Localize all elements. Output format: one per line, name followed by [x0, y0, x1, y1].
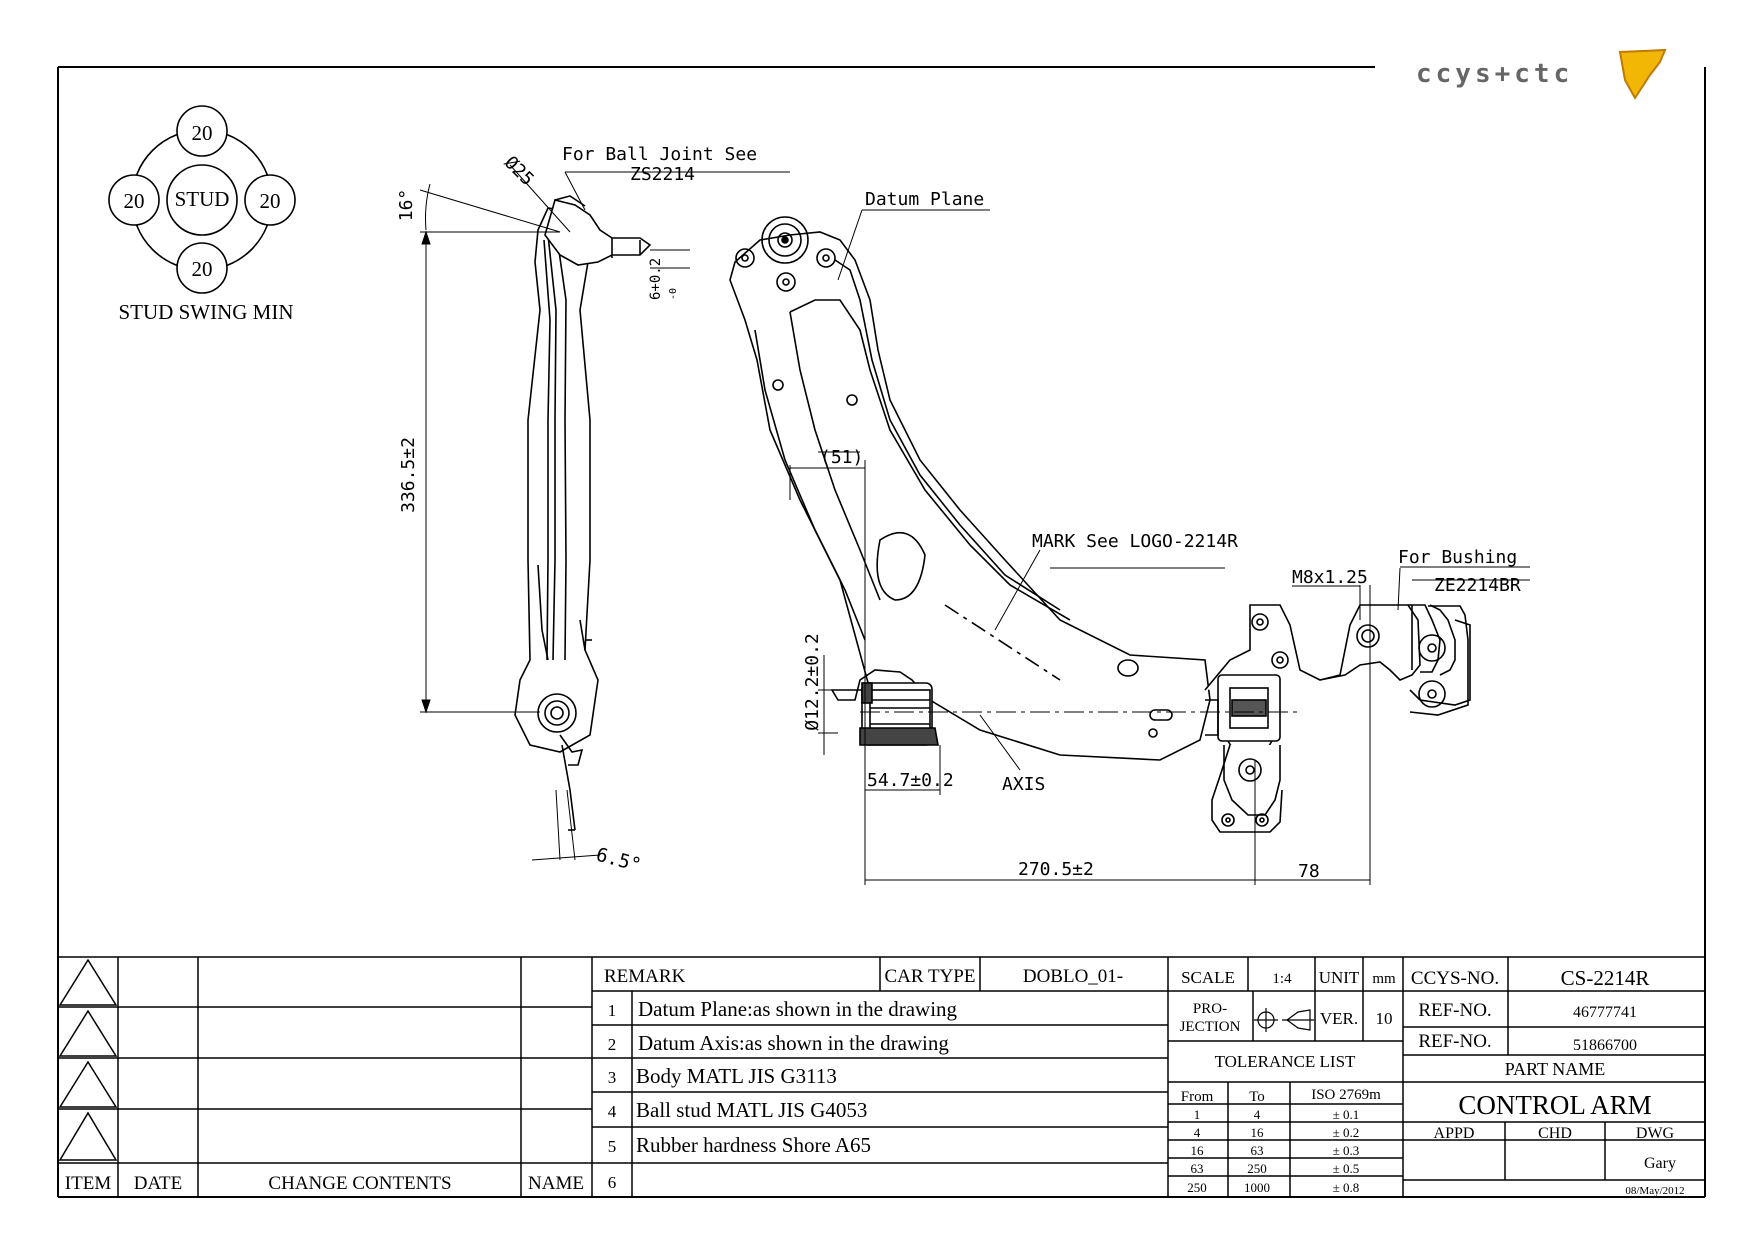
ver-value: 10: [1376, 1009, 1393, 1028]
unit-value: mm: [1372, 971, 1396, 987]
remark-text: Body MATL JIS G3113: [636, 1064, 837, 1088]
phi122-label: Ø12.2±0.2: [802, 633, 823, 731]
ball-joint-note-1: For Ball Joint See: [562, 144, 757, 165]
scale-value: 1:4: [1272, 971, 1292, 987]
ver-label: VER.: [1320, 1009, 1358, 1028]
rev-date-header: DATE: [134, 1173, 183, 1194]
remark-no: 3: [608, 1068, 617, 1087]
sheet-frame: [57, 66, 1706, 1198]
tolerance-to: 4: [1254, 1107, 1261, 1122]
ccys-no-value: CS-2214R: [1561, 966, 1650, 990]
tolerance-value: ± 0.1: [1333, 1107, 1360, 1122]
tolerance-title: TOLERANCE LIST: [1215, 1052, 1356, 1071]
ref-no-value-2: 51866700: [1573, 1037, 1637, 1054]
phi25-label: Ø25: [500, 152, 538, 190]
part-name-label: PART NAME: [1505, 1059, 1605, 1079]
drawer-name: Gary: [1644, 1155, 1676, 1172]
tolerance-from: 250: [1187, 1180, 1207, 1195]
bushing-note-2: ZE2214BR: [1434, 575, 1521, 596]
swing-bottom-value: 20: [192, 257, 213, 281]
dim-2705-label: 270.5±2: [1018, 859, 1094, 880]
tolerance-value: ± 0.2: [1333, 1125, 1360, 1140]
drawing-date: 08/May/2012: [1625, 1185, 1684, 1197]
remark-text: Datum Axis:as shown in the drawing: [638, 1031, 949, 1055]
swing-center-label: STUD: [175, 187, 230, 211]
dim-336-label: 336.5±2: [398, 437, 419, 513]
car-type-value: DOBLO_01-: [1023, 966, 1123, 987]
rear-bracket: [1204, 604, 1471, 833]
front-bushing: [859, 682, 939, 746]
dim-547-label: 54.7±0.2: [867, 770, 954, 791]
tolerance-from: 63: [1191, 1161, 1204, 1176]
scale-label: SCALE: [1181, 968, 1235, 987]
tolerance-to: 1000: [1244, 1180, 1270, 1195]
dwg-label: DWG: [1636, 1125, 1675, 1142]
projection-symbol-icon: [1254, 1008, 1314, 1032]
swing-right-value: 20: [260, 189, 281, 213]
unit-label: UNIT: [1319, 968, 1360, 987]
tolerance-header-iso: ISO 2769m: [1311, 1087, 1381, 1103]
rev-change-header: CHANGE CONTENTS: [268, 1173, 451, 1194]
projection-label-2: JECTION: [1180, 1019, 1241, 1035]
chd-label: CHD: [1538, 1125, 1572, 1142]
rev-item-header: ITEM: [65, 1173, 112, 1194]
logo-text: ccys+ctc: [1416, 59, 1573, 89]
tolerance-to: 63: [1251, 1143, 1264, 1158]
tol-6-lower: -0: [668, 288, 679, 300]
plan-view-dims: [789, 209, 1530, 885]
side-view: [514, 195, 652, 831]
side-view-dims: [419, 164, 790, 861]
tolerance-value: ± 0.3: [1333, 1143, 1360, 1158]
axis-label: AXIS: [1002, 774, 1045, 795]
remark-no: 6: [608, 1173, 617, 1192]
dim-51-label: (51): [820, 447, 863, 468]
plan-view-arm: [729, 216, 1211, 761]
tolerance-from: 1: [1194, 1107, 1201, 1122]
appd-label: APPD: [1434, 1125, 1475, 1142]
mark-note: MARK See LOGO-2214R: [1032, 531, 1238, 552]
tol-6-label: 6+0.2: [648, 258, 664, 300]
tolerance-to: 16: [1251, 1125, 1265, 1140]
ref-no-label-1: REF-NO.: [1418, 1000, 1491, 1021]
part-name-value: CONTROL ARM: [1458, 1090, 1651, 1120]
projection-label-1: PRO-: [1193, 1001, 1227, 1017]
swing-top-value: 20: [192, 121, 213, 145]
tolerance-header-to: To: [1249, 1089, 1265, 1105]
car-type-label: CAR TYPE: [885, 966, 976, 987]
remark-text: Ball stud MATL JIS G4053: [636, 1098, 867, 1122]
revision-triangles: [58, 958, 118, 1161]
ref-no-value-1: 46777741: [1573, 1004, 1637, 1021]
tolerance-from: 4: [1194, 1125, 1201, 1140]
remark-title: REMARK: [604, 966, 686, 987]
datum-plane-label: Datum Plane: [865, 189, 984, 210]
angle-65-label: 6.5°: [594, 844, 644, 877]
stud-swing-diagram: [108, 105, 296, 294]
swing-left-value: 20: [124, 189, 145, 213]
ball-joint-note-2: ZS2214: [630, 164, 695, 185]
swing-caption: STUD SWING MIN: [119, 300, 294, 324]
bushing-note-1: For Bushing: [1398, 547, 1517, 568]
tolerance-from: 16: [1191, 1143, 1205, 1158]
m8-label: M8x1.25: [1292, 567, 1368, 588]
title-block-lines: [58, 956, 1705, 1197]
tolerance-value: ± 0.5: [1333, 1161, 1360, 1176]
company-logo: ccys+ctc: [1416, 48, 1667, 100]
remark-no: 4: [608, 1102, 617, 1121]
ref-no-label-2: REF-NO.: [1418, 1031, 1491, 1052]
remark-no: 5: [608, 1137, 617, 1156]
remark-text: Datum Plane:as shown in the drawing: [638, 997, 958, 1021]
logo-mark-icon: [1618, 48, 1667, 100]
angle-16-label: 16°: [396, 189, 417, 222]
tolerance-value: ± 0.8: [1333, 1180, 1360, 1195]
rev-name-header: NAME: [528, 1173, 584, 1194]
remark-no: 2: [608, 1035, 617, 1054]
ccys-no-label: CCYS-NO.: [1411, 968, 1499, 989]
remark-text: Rubber hardness Shore A65: [636, 1133, 871, 1157]
tolerance-header-from: From: [1181, 1089, 1214, 1105]
dim-78-label: 78: [1298, 861, 1320, 882]
remark-no: 1: [608, 1001, 617, 1020]
tolerance-to: 250: [1247, 1161, 1267, 1176]
